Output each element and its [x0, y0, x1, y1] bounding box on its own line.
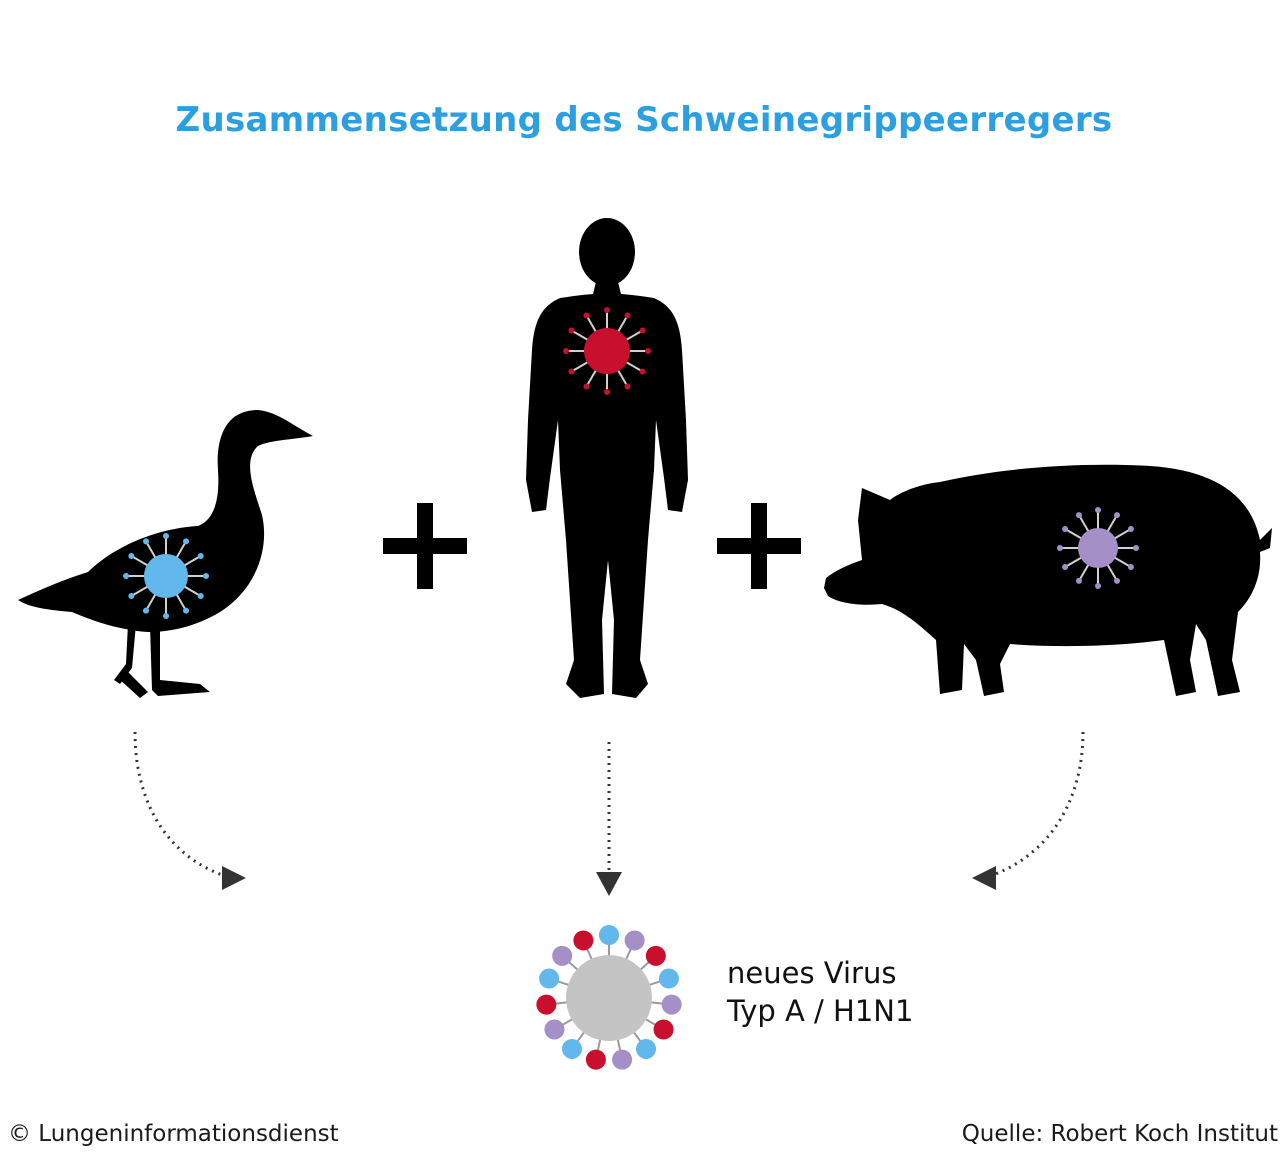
bird-virus-icon [123, 533, 209, 619]
new-virus-icon [536, 925, 682, 1070]
pig-virus-icon [1057, 507, 1139, 589]
dotted-arrow-icon [989, 731, 1085, 878]
plus-icon [717, 503, 801, 589]
virus-type-label: Typ A / H1N1 [727, 994, 914, 1028]
arrowhead [222, 866, 996, 896]
human-silhouette-icon [526, 218, 688, 698]
pig-silhouette-icon [824, 464, 1272, 696]
human-virus-icon [563, 307, 651, 395]
dotted-arrow-icon [133, 731, 226, 878]
source-note: Quelle: Robert Koch Institut [961, 1121, 1278, 1147]
new-virus-label: neues Virus [727, 956, 897, 990]
copyright-note: © Lungeninformationsdienst [8, 1121, 339, 1147]
diagram-title: Zusammensetzung des Schweinegrippeerrege… [175, 100, 1113, 140]
plus-icon [383, 503, 467, 589]
goose-silhouette-icon [18, 410, 313, 698]
